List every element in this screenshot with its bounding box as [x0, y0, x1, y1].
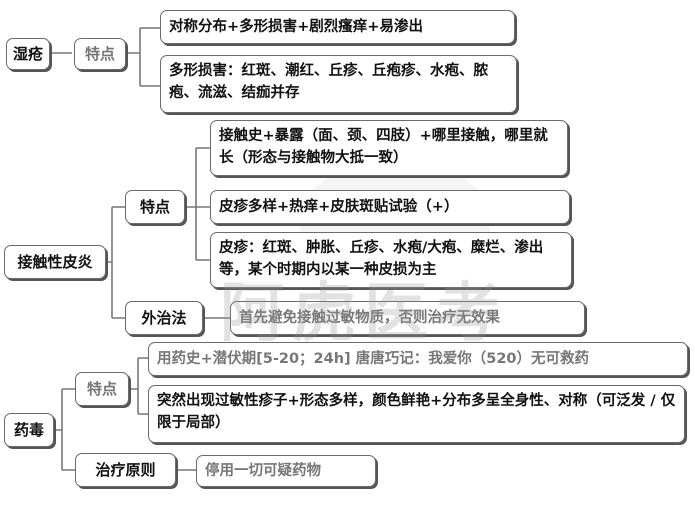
drug-feature-label: 特点	[75, 372, 129, 406]
contact-feature-label: 特点	[125, 190, 185, 224]
connector-contact-feature	[183, 147, 210, 261]
contact-feature-point-2: 皮疹多样+热痒+皮肤斑贴试验（+）	[210, 190, 570, 224]
drug-feature-point-2: 突然出现过敏性疹子+形态多样，颜色鲜艳+分布多呈全身性、对称（可泛发 / 仅限于…	[148, 385, 685, 443]
drug-treatment-label: 治疗原则	[75, 453, 176, 487]
contact-external-label: 外治法	[125, 301, 203, 335]
drug-feature-point-1: 用药史+潜伏期[5-20；24h] 唐唐巧记：我爱你（520）无可救药	[148, 342, 688, 376]
eczema-point-1: 对称分布+多形损害+剧烈瘙痒+易渗出	[160, 10, 515, 44]
eczema-feature-label: 特点	[74, 38, 126, 70]
contact-feature-point-1: 接触史+暴露（面、颈、四肢）+哪里接触，哪里就长（形态与接触物大抵一致）	[210, 120, 568, 176]
connector-eczema-feature	[125, 27, 160, 87]
contact-dermatitis-title: 接触性皮炎	[4, 245, 106, 279]
contact-feature-point-3: 皮疹：红斑、肿胀、丘疹、水疱/大疱、糜烂、渗出等，某个时期内以某一种皮损为主	[210, 232, 572, 288]
eczema-point-2: 多形损害：红斑、潮红、丘疹、丘疱疹、水疱、脓疱、流滋、结痂并存	[160, 55, 517, 113]
eczema-title: 湿疮	[6, 38, 50, 70]
connector-drug-feature	[128, 357, 148, 415]
connector-contact-root	[105, 206, 125, 319]
connector-drug-root	[53, 388, 75, 471]
contact-external-point: 首先避免接触过敏物质，否则治疗无效果	[230, 301, 585, 335]
drug-treatment-point: 停用一切可疑药物	[196, 455, 376, 487]
drug-eruption-title: 药毒	[4, 413, 54, 447]
